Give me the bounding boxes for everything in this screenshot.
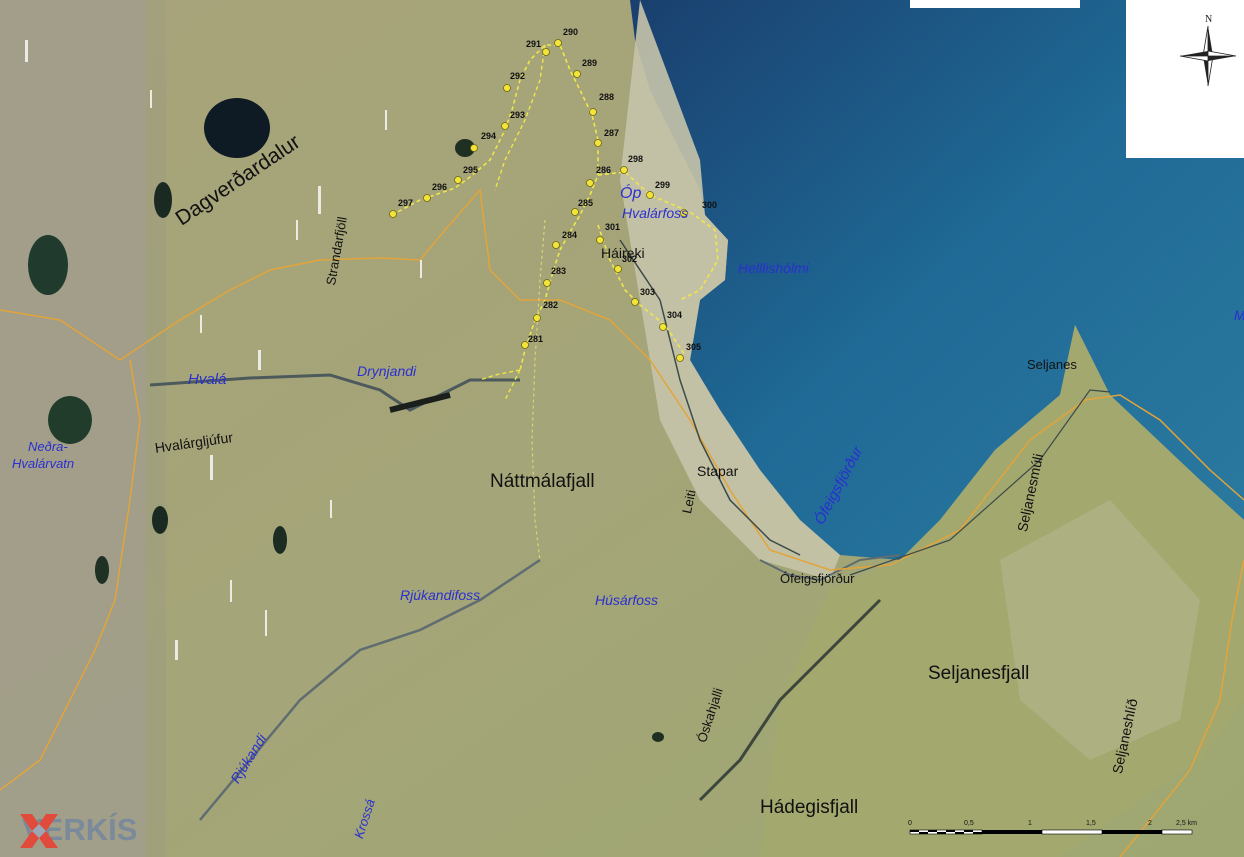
route-point-292: 292 <box>510 71 526 81</box>
route-point-288: 288 <box>599 92 615 102</box>
route-point-294: 294 <box>481 131 497 141</box>
water-label-nedra: Neðra- <box>28 439 68 454</box>
verkis-logo: VERKÍS <box>18 812 137 848</box>
scale-tick-1: 1 <box>1028 820 1032 827</box>
route-point-282: 282 <box>543 300 559 310</box>
north-arrow: N <box>1126 0 1244 158</box>
route-point-301: 301 <box>605 222 621 232</box>
place-label-hadegisfjall: Hádegisfjall <box>760 797 859 818</box>
route-point-304: 304 <box>667 310 683 320</box>
water-label-hvalarfoss: Hvalárfoss <box>622 205 689 221</box>
route-point-287: 287 <box>604 128 620 138</box>
scale-tick-1-5: 1,5 <box>1086 820 1096 827</box>
route-point-291: 291 <box>526 39 542 49</box>
water-label-drynjandi: Drynjandi <box>357 363 417 379</box>
route-point-300: 300 <box>702 200 718 210</box>
route-point-305: 305 <box>686 342 702 352</box>
route-point-295: 295 <box>463 165 479 175</box>
place-label-seljanes: Seljanes <box>1027 357 1077 372</box>
place-label-seljanesfjall: Seljanesfjall <box>928 663 1030 684</box>
scale-tick-0-5: 0,5 <box>964 820 974 827</box>
route-point-293: 293 <box>510 110 526 120</box>
route-point-299: 299 <box>655 180 671 190</box>
north-label: N <box>1205 14 1213 25</box>
scale-tick-0: 0 <box>908 820 912 827</box>
route-point-296: 296 <box>432 182 448 192</box>
route-point-302: 302 <box>622 254 638 264</box>
compass-icon <box>1179 25 1237 87</box>
water-label-hvalarvatn: Hvalárvatn <box>12 456 75 471</box>
route-point-286: 286 <box>596 165 612 175</box>
water-label-hvala: Hvalá <box>188 371 227 388</box>
place-label-ofeigsfjordur-farm: Ófeigsfjörður <box>780 571 855 586</box>
water-label-op: Óp <box>620 185 642 202</box>
route-point-281: 281 <box>528 334 544 344</box>
route-point-298: 298 <box>628 154 644 164</box>
route-point-289: 289 <box>582 58 598 68</box>
place-label-haireki: Háireki <box>601 245 645 261</box>
scale-tick-2: 2 <box>1148 820 1152 827</box>
water-label-rjukandifoss: Rjúkandifoss <box>400 587 481 603</box>
route-point-285: 285 <box>578 198 594 208</box>
route-point-303: 303 <box>640 287 656 297</box>
route-point-297: 297 <box>398 198 414 208</box>
scale-tick-2-5-km: 2,5 km <box>1176 820 1198 827</box>
route-point-284: 284 <box>562 230 578 240</box>
water-label-husarfoss: Húsárfoss <box>595 592 659 608</box>
place-label-stapar: Stapar <box>697 463 739 479</box>
water-label-m: M <box>1234 308 1244 322</box>
water-label-helllisholmi: Helllishólmi <box>738 260 809 276</box>
route-point-283: 283 <box>551 266 567 276</box>
verkis-logo-icon <box>20 814 58 848</box>
scale-bar: 0 0,5 1 1,5 2 2,5 km <box>908 820 1208 844</box>
place-label-nattmalafjall: Náttmálafjall <box>490 471 595 492</box>
route-point-290: 290 <box>563 27 579 37</box>
